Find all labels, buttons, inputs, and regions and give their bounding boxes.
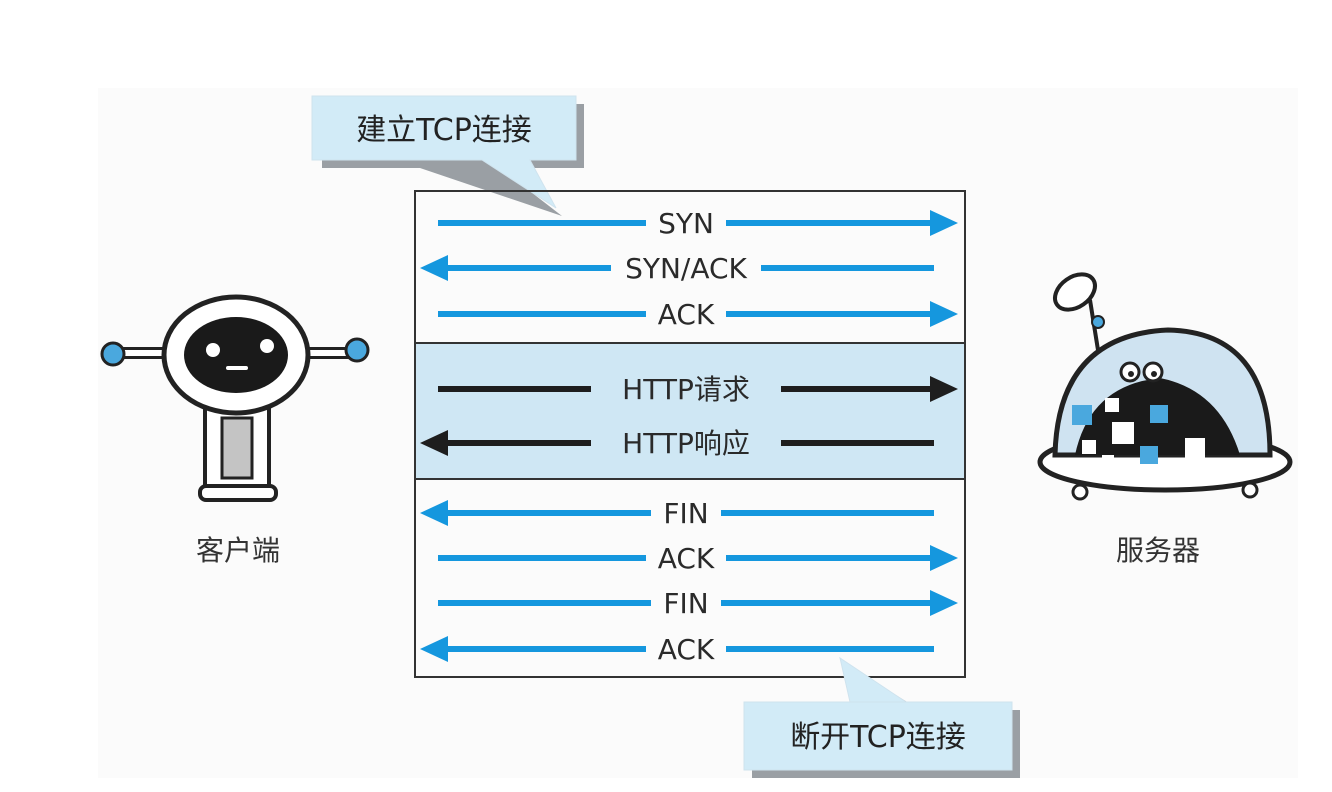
http-band — [415, 343, 965, 479]
message-arrow-1: SYN/ACK — [420, 252, 934, 285]
message-arrow-8: ACK — [420, 633, 934, 666]
callout-establish-text: 建立TCP连接 — [356, 113, 532, 148]
callout-close-text: 断开TCP连接 — [790, 720, 966, 755]
message-label: SYN — [658, 207, 714, 240]
server-robot-icon — [1037, 272, 1293, 501]
callout-establish: 建立TCP连接 — [311, 95, 584, 216]
message-label: HTTP响应 — [622, 427, 750, 460]
server-label: 服务器 — [1116, 534, 1200, 567]
arrow-head — [420, 636, 448, 662]
arrow-head — [930, 210, 958, 236]
callout-close-box — [743, 656, 1013, 771]
message-label: HTTP请求 — [622, 373, 750, 406]
message-arrow-6: ACK — [438, 542, 958, 575]
message-arrow-3: HTTP请求 — [438, 373, 958, 406]
arrow-head — [930, 376, 958, 402]
message-arrow-4: HTTP响应 — [420, 427, 934, 460]
message-label: SYN/ACK — [625, 252, 747, 285]
arrow-head — [420, 430, 448, 456]
arrow-head — [930, 545, 958, 571]
arrow-head — [930, 301, 958, 327]
client-label: 客户端 — [196, 534, 280, 567]
arrow-head — [420, 255, 448, 281]
message-arrows: SYN SYN/ACK ACK HTTP请求 HTTP响应 FIN ACK FIN ACK — [420, 207, 958, 666]
message-arrow-5: FIN — [420, 497, 934, 530]
callout-establish-box — [311, 95, 577, 209]
message-arrow-0: SYN — [438, 207, 958, 240]
message-arrow-2: ACK — [438, 298, 958, 331]
message-box — [414, 190, 966, 678]
arrow-head — [420, 500, 448, 526]
message-label: FIN — [663, 587, 708, 620]
callout-close: 断开TCP连接 — [743, 656, 1020, 778]
message-label: ACK — [658, 633, 715, 666]
message-arrow-7: FIN — [438, 587, 958, 620]
arrow-head — [930, 590, 958, 616]
message-box-border — [414, 190, 966, 678]
message-label: ACK — [658, 298, 715, 331]
message-label: FIN — [663, 497, 708, 530]
client-robot-icon — [100, 294, 370, 502]
message-label: ACK — [658, 542, 715, 575]
